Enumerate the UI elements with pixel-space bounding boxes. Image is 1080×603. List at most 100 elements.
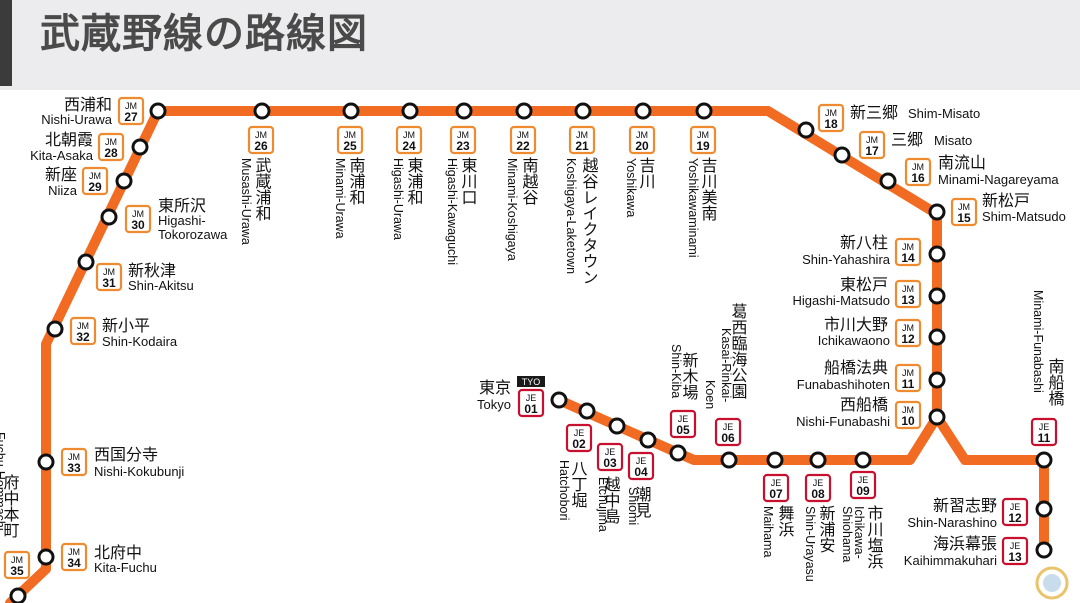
station-dot[interactable] xyxy=(797,121,815,139)
station-name-en: Ichikawaono xyxy=(818,333,890,348)
station-dot[interactable] xyxy=(578,402,596,420)
badge-frame xyxy=(395,125,423,155)
station-name-ja: 新小平 xyxy=(102,316,150,335)
station-dot[interactable] xyxy=(9,587,27,603)
station-dot[interactable] xyxy=(550,391,568,409)
badge-number: 08 xyxy=(811,487,825,501)
station-dot[interactable] xyxy=(695,102,713,120)
station-name-en: Shin-Urayasu xyxy=(803,506,817,582)
badge-frame xyxy=(849,470,877,500)
station-dot[interactable] xyxy=(253,102,271,120)
station-dot[interactable] xyxy=(928,203,946,221)
station-dot[interactable] xyxy=(515,102,533,120)
station-name-ja: 新三郷 xyxy=(850,103,898,122)
station-dot[interactable] xyxy=(928,287,946,305)
station-dot[interactable] xyxy=(928,328,946,346)
station-dot[interactable] xyxy=(608,417,626,435)
station-name-ja: 新習志野 xyxy=(933,496,997,515)
station-dot[interactable] xyxy=(928,245,946,263)
station-name-ja: 吉川 xyxy=(637,157,656,189)
station-dot[interactable] xyxy=(149,102,167,120)
station-dot[interactable] xyxy=(342,102,360,120)
station-dot[interactable] xyxy=(574,102,592,120)
station-dot[interactable] xyxy=(928,371,946,389)
badge-line-code: JE xyxy=(813,478,824,488)
station-dot[interactable] xyxy=(879,172,897,190)
badge-line-code: JM xyxy=(103,267,115,277)
station-name-ja: 東所沢 xyxy=(158,196,206,215)
station-dot[interactable] xyxy=(131,138,149,156)
badge-frame xyxy=(69,316,97,346)
station-dot[interactable] xyxy=(833,146,851,164)
station-dot[interactable] xyxy=(1035,451,1053,469)
station-dot[interactable] xyxy=(37,548,55,566)
station-dot[interactable] xyxy=(766,451,784,469)
station-dot[interactable] xyxy=(77,253,95,271)
station-dot[interactable] xyxy=(455,102,473,120)
station-dot[interactable] xyxy=(928,408,946,426)
station-dot[interactable] xyxy=(669,444,687,462)
station-dot[interactable] xyxy=(46,320,64,338)
station-dot[interactable] xyxy=(809,451,827,469)
badge-line-code: JE xyxy=(1010,541,1021,551)
station-dot[interactable] xyxy=(37,453,55,471)
badge-number: 13 xyxy=(901,293,915,307)
badge-frame xyxy=(565,423,593,453)
station-dot[interactable] xyxy=(854,451,872,469)
station-dot[interactable] xyxy=(720,451,738,469)
station-dot[interactable] xyxy=(634,102,652,120)
station-name-ja: 北朝霞 xyxy=(45,130,93,149)
station-dot[interactable] xyxy=(639,431,657,449)
station-dot[interactable] xyxy=(1035,500,1053,518)
badge-frame xyxy=(1030,417,1058,447)
station-dot[interactable] xyxy=(100,208,118,226)
station-dot[interactable] xyxy=(401,102,419,120)
station-dot[interactable] xyxy=(115,172,133,190)
header-bar: 武蔵野線の路線図 xyxy=(0,0,1080,90)
station-dot[interactable] xyxy=(1035,541,1053,559)
